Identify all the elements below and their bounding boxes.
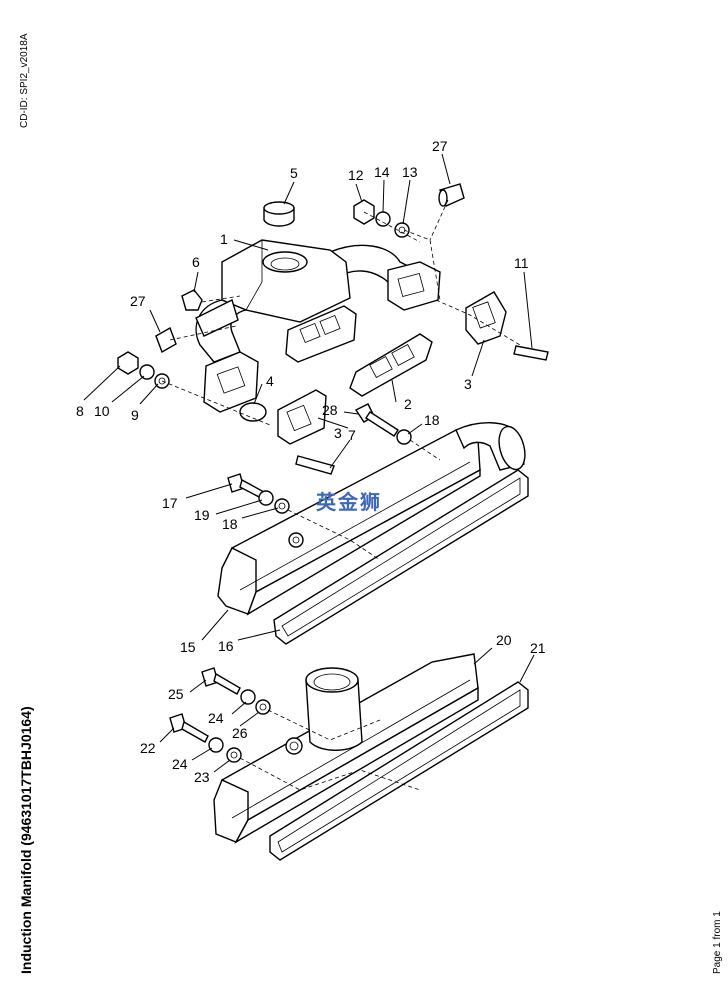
washer-part-23 bbox=[226, 747, 242, 763]
washer-part-18-upper bbox=[396, 429, 412, 445]
plug-part-27-left bbox=[155, 326, 177, 354]
washer-part-26 bbox=[255, 699, 271, 715]
plug-part-27-top bbox=[438, 183, 465, 207]
callout-18-upper: 18 bbox=[424, 412, 440, 428]
callout-10: 10 bbox=[94, 403, 110, 419]
washer-part-13 bbox=[394, 222, 410, 238]
inlet-manifold-part-15 bbox=[217, 422, 526, 616]
bolt-part-17 bbox=[227, 473, 265, 499]
washer-part-19 bbox=[258, 490, 274, 506]
washer-part-14 bbox=[375, 211, 391, 227]
callout-2: 2 bbox=[404, 396, 412, 412]
washer-part-24-upper bbox=[240, 689, 256, 705]
callout-9: 9 bbox=[131, 407, 139, 423]
callout-27-top: 27 bbox=[432, 138, 448, 154]
callout-14: 14 bbox=[374, 164, 390, 180]
callout-20: 20 bbox=[496, 632, 512, 648]
gasket-part-3-left bbox=[277, 389, 327, 445]
callout-7: 7 bbox=[348, 427, 356, 443]
washer-part-10 bbox=[139, 364, 155, 380]
callout-21: 21 bbox=[530, 640, 546, 656]
callout-5: 5 bbox=[290, 165, 298, 181]
callout-26: 26 bbox=[232, 725, 248, 741]
gasket-part-21 bbox=[269, 681, 529, 861]
callout-1: 1 bbox=[220, 231, 228, 247]
callout-12: 12 bbox=[348, 167, 364, 183]
callout-24-upper: 24 bbox=[208, 710, 224, 726]
bolt-part-25 bbox=[201, 667, 241, 695]
gasket-part-16 bbox=[273, 469, 529, 645]
callout-labels: 1 2 3 3 4 5 6 7 8 9 10 11 12 13 14 15 16… bbox=[76, 138, 546, 785]
nut-part-6 bbox=[181, 289, 203, 311]
callout-23: 23 bbox=[194, 769, 210, 785]
cap-part-4 bbox=[239, 402, 267, 422]
stud-part-7 bbox=[295, 455, 335, 475]
callout-15: 15 bbox=[180, 639, 196, 655]
callout-24-lower: 24 bbox=[172, 756, 188, 772]
washer-part-18-lower bbox=[274, 498, 290, 514]
leader-lines bbox=[83, 153, 535, 773]
callout-28: 28 bbox=[322, 402, 338, 418]
callout-6: 6 bbox=[192, 254, 200, 270]
callout-16: 16 bbox=[218, 638, 234, 654]
nut-part-8 bbox=[117, 351, 139, 375]
callout-13: 13 bbox=[402, 164, 418, 180]
bolt-part-22 bbox=[169, 713, 209, 743]
callout-3-right: 3 bbox=[464, 376, 472, 392]
stud-part-11 bbox=[513, 345, 549, 361]
bolt-part-28 bbox=[354, 403, 399, 437]
callout-27-left: 27 bbox=[130, 293, 146, 309]
manifold-part-20 bbox=[213, 653, 479, 844]
callout-25: 25 bbox=[168, 686, 184, 702]
callout-3-left: 3 bbox=[334, 425, 342, 441]
washer-part-24-lower bbox=[208, 737, 224, 753]
exhaust-manifold-part-1 bbox=[195, 239, 441, 413]
gasket-part-2 bbox=[349, 333, 433, 397]
callout-17: 17 bbox=[162, 495, 178, 511]
callout-8: 8 bbox=[76, 403, 84, 419]
callout-19: 19 bbox=[194, 507, 210, 523]
gasket-part-3-right bbox=[465, 291, 507, 345]
callout-11: 11 bbox=[514, 255, 529, 271]
callout-22: 22 bbox=[140, 740, 156, 756]
watermark-logo: 英金狮 bbox=[316, 490, 382, 514]
callout-4: 4 bbox=[266, 373, 274, 389]
cap-part-5 bbox=[263, 201, 295, 227]
callout-18-lower: 18 bbox=[222, 516, 238, 532]
